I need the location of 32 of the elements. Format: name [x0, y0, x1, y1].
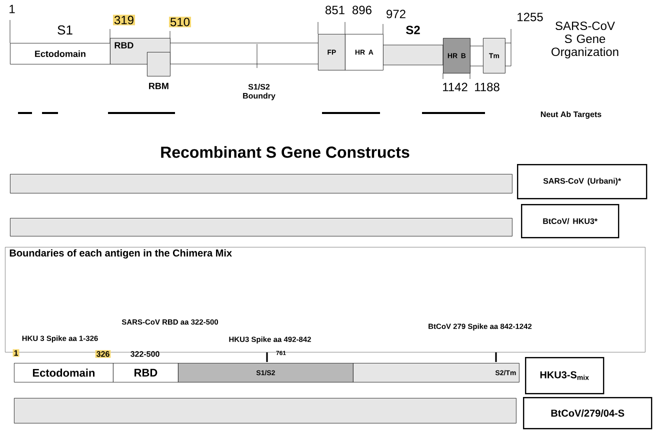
position-number: 1	[10, 4, 15, 14]
construct-label: HKU3-S$_{mix}$	[525, 356, 604, 394]
construct-label: BtCoV/ HKU3*	[521, 204, 620, 238]
panel-title: SARS-CoV S Gene Organization	[552, 22, 618, 58]
domain-box: RBM	[147, 52, 170, 90]
heading: Boundaries of each antigen in the Chimera Mix	[10, 249, 232, 259]
node-label: RBM	[149, 82, 168, 90]
construct-label: SARS-CoV (Urbani)*	[517, 164, 648, 200]
position-number: 896	[352, 6, 372, 14]
position-number: 851	[326, 6, 344, 14]
construct-bar	[14, 398, 516, 424]
construct-label: BtCoV/279/04-S	[523, 396, 652, 430]
domain-box: Ectodomain	[10, 43, 110, 64]
position-number: 326	[95, 350, 111, 358]
position-number: 1142	[443, 82, 468, 92]
title: Recombinant S Gene Constructs	[161, 146, 410, 158]
position-number: 322-500	[130, 351, 160, 357]
position-number: 972	[386, 10, 406, 18]
domain-label: RBD	[114, 42, 134, 48]
construct-bar	[10, 218, 512, 236]
position-number: 319	[113, 14, 136, 26]
construct-bar	[10, 174, 512, 194]
position-number: 510	[169, 16, 192, 28]
position-number: S2	[406, 26, 420, 34]
position-number: S1	[58, 25, 72, 35]
position-number: 1	[12, 349, 20, 357]
position-number: 1188	[475, 82, 500, 92]
annotation: S1/S2 Boundry	[243, 84, 276, 100]
domain-box: Ectodomain	[14, 363, 114, 382]
position-number: 1255	[518, 12, 543, 22]
annotation: Neut Ab Targets	[540, 111, 602, 119]
domain-box: RBD	[113, 363, 178, 382]
